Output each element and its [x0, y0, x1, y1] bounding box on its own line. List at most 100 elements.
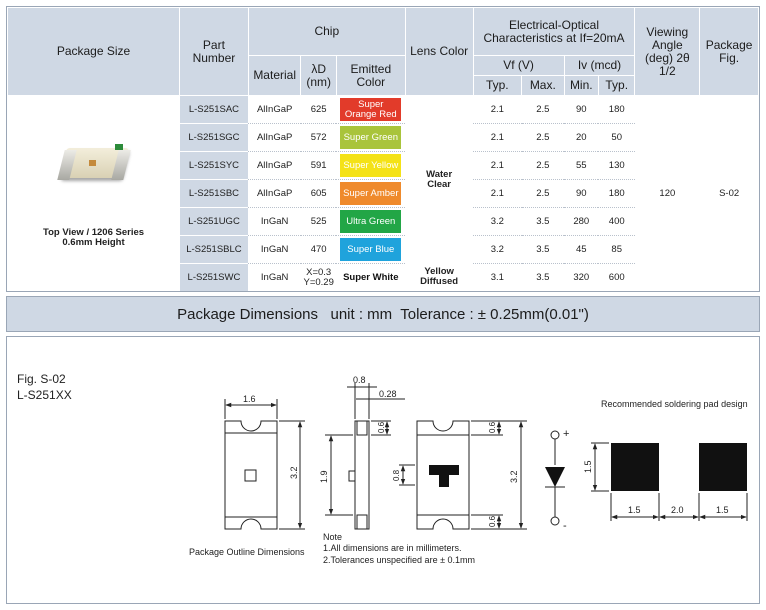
lambda: 470 [300, 235, 337, 264]
part-number: L-S251SWC [179, 263, 249, 291]
led-package-image [56, 140, 131, 184]
header-electro-optical: Electrical-Optical Characteristics at If… [472, 7, 636, 56]
solder-pad-left [611, 443, 659, 491]
note-title: Note [323, 532, 342, 542]
diode-symbol-icon [545, 430, 565, 526]
header-viewing-angle: Viewing Angle (deg) 2θ 1/2 [634, 7, 701, 96]
vf-max: 2.5 [521, 95, 565, 124]
iv-typ: 130 [598, 151, 635, 180]
anode-plus: + [563, 428, 569, 440]
color-swatch: Super Yellow [340, 154, 402, 177]
color-swatch: Super Blue [340, 238, 402, 261]
header-iv-min: Min. [563, 75, 599, 96]
color-label-1: Super Yellow [343, 159, 399, 171]
solder-dims [591, 442, 748, 521]
part-number: L-S251SAC [179, 95, 249, 124]
header-package-fig: Package Fig. [699, 7, 759, 96]
lambda: 572 [300, 123, 337, 152]
color-label-1: Ultra Green [346, 215, 396, 227]
dim-length: 3.2 [289, 466, 299, 479]
side-view-outline [325, 383, 405, 530]
part-series: L-S251XX [17, 388, 72, 402]
iv-min: 280 [564, 207, 599, 236]
dim-width: 1.6 [243, 394, 256, 404]
vf-typ: 3.2 [473, 207, 522, 236]
header-part-number: Part Number [179, 7, 249, 96]
dim-mark: 0.8 [392, 469, 401, 481]
lens-label-2: Diffused [420, 276, 459, 288]
vf-typ: 2.1 [473, 179, 522, 208]
vf-typ: 2.1 [473, 123, 522, 152]
vf-max: 2.5 [521, 123, 565, 152]
cathode-minus: - [563, 520, 567, 532]
solder-dim-height: 1.5 [583, 460, 593, 473]
color-label-1: Super White [343, 271, 399, 283]
material: AlInGaP [248, 95, 301, 124]
iv-typ: 50 [598, 123, 635, 152]
color-swatch: Ultra Green [340, 210, 402, 233]
lens-label-1: Water [426, 168, 453, 180]
lens-label-2: Clear [427, 178, 451, 190]
top-view-outline [224, 399, 305, 530]
diode-triangle [545, 467, 565, 487]
lambda: 525 [300, 207, 337, 236]
dim-height: 0.8 [353, 375, 366, 385]
vf-typ: 3.1 [490, 271, 504, 283]
vf-max: 2.5 [521, 179, 565, 208]
dim-total: 3.2 [509, 470, 519, 483]
fig-label: Fig. S-02 [17, 372, 66, 386]
vf-max: 2.5 [521, 151, 565, 180]
iv-typ: 600 [608, 271, 625, 283]
solder-pad-title: Recommended soldering pad design [601, 399, 748, 409]
emitted-color: Super Yellow [336, 151, 406, 180]
lambda: 605 [300, 179, 337, 208]
lambda-x: X=0.3 [306, 266, 332, 278]
material: InGaN [248, 235, 301, 264]
material: AlInGaP [248, 151, 301, 180]
header-lambda: λD (nm) [300, 55, 337, 96]
package-caption-line1: Top View / 1206 Series [42, 226, 145, 238]
package-caption-line2: 0.6mm Height [62, 236, 125, 248]
dim-pad-bottom: 0.6 [488, 515, 497, 527]
dim-thickness: 0.28 [379, 389, 397, 399]
iv-min: 320 [573, 271, 590, 283]
dim-side-gap: 0.6 [377, 421, 386, 433]
header-chip: Chip [247, 7, 406, 56]
color-label-2: Orange Red [344, 108, 397, 120]
header-iv: Iv (mcd) [563, 55, 636, 76]
color-label-1: Super [358, 98, 384, 110]
iv-typ: 400 [598, 207, 635, 236]
iv-typ: 180 [598, 179, 635, 208]
polarity-mark [429, 465, 459, 487]
solder-dim-w1: 1.5 [628, 505, 641, 515]
color-label-1: Super Amber [343, 187, 399, 199]
header-package-size: Package Size [6, 7, 181, 96]
banner-text: Package Dimensions unit : mm Tolerance :… [177, 305, 589, 323]
material: InGaN [260, 271, 289, 283]
vf-max: 3.5 [521, 207, 565, 236]
iv-min: 45 [564, 235, 599, 264]
material: AlInGaP [248, 179, 301, 208]
material: InGaN [248, 207, 301, 236]
color-label-1: Super Green [343, 131, 398, 143]
lens-label-1: Yellow [424, 266, 454, 278]
header-vf: Vf (V) [472, 55, 565, 76]
solder-dim-w2: 1.5 [716, 505, 729, 515]
color-swatch: Super White [340, 266, 402, 289]
part-number: L-S251UGC [179, 207, 249, 236]
package-fig-value: S-02 [719, 187, 740, 199]
color-label-1: Super Blue [347, 243, 395, 255]
vf-max: 3.5 [521, 235, 565, 264]
dim-side-length: 1.9 [319, 470, 329, 483]
lambda-y: Y=0.29 [303, 276, 334, 288]
solder-pad-right [699, 443, 747, 491]
emitted-color: Super Blue [336, 235, 406, 264]
spec-table: Package Size Part Number Chip Lens Color… [6, 6, 760, 292]
note-1: 1.All dimensions are in millimeters. [323, 543, 462, 553]
solder-dim-gap: 2.0 [671, 505, 684, 515]
lambda: 591 [300, 151, 337, 180]
